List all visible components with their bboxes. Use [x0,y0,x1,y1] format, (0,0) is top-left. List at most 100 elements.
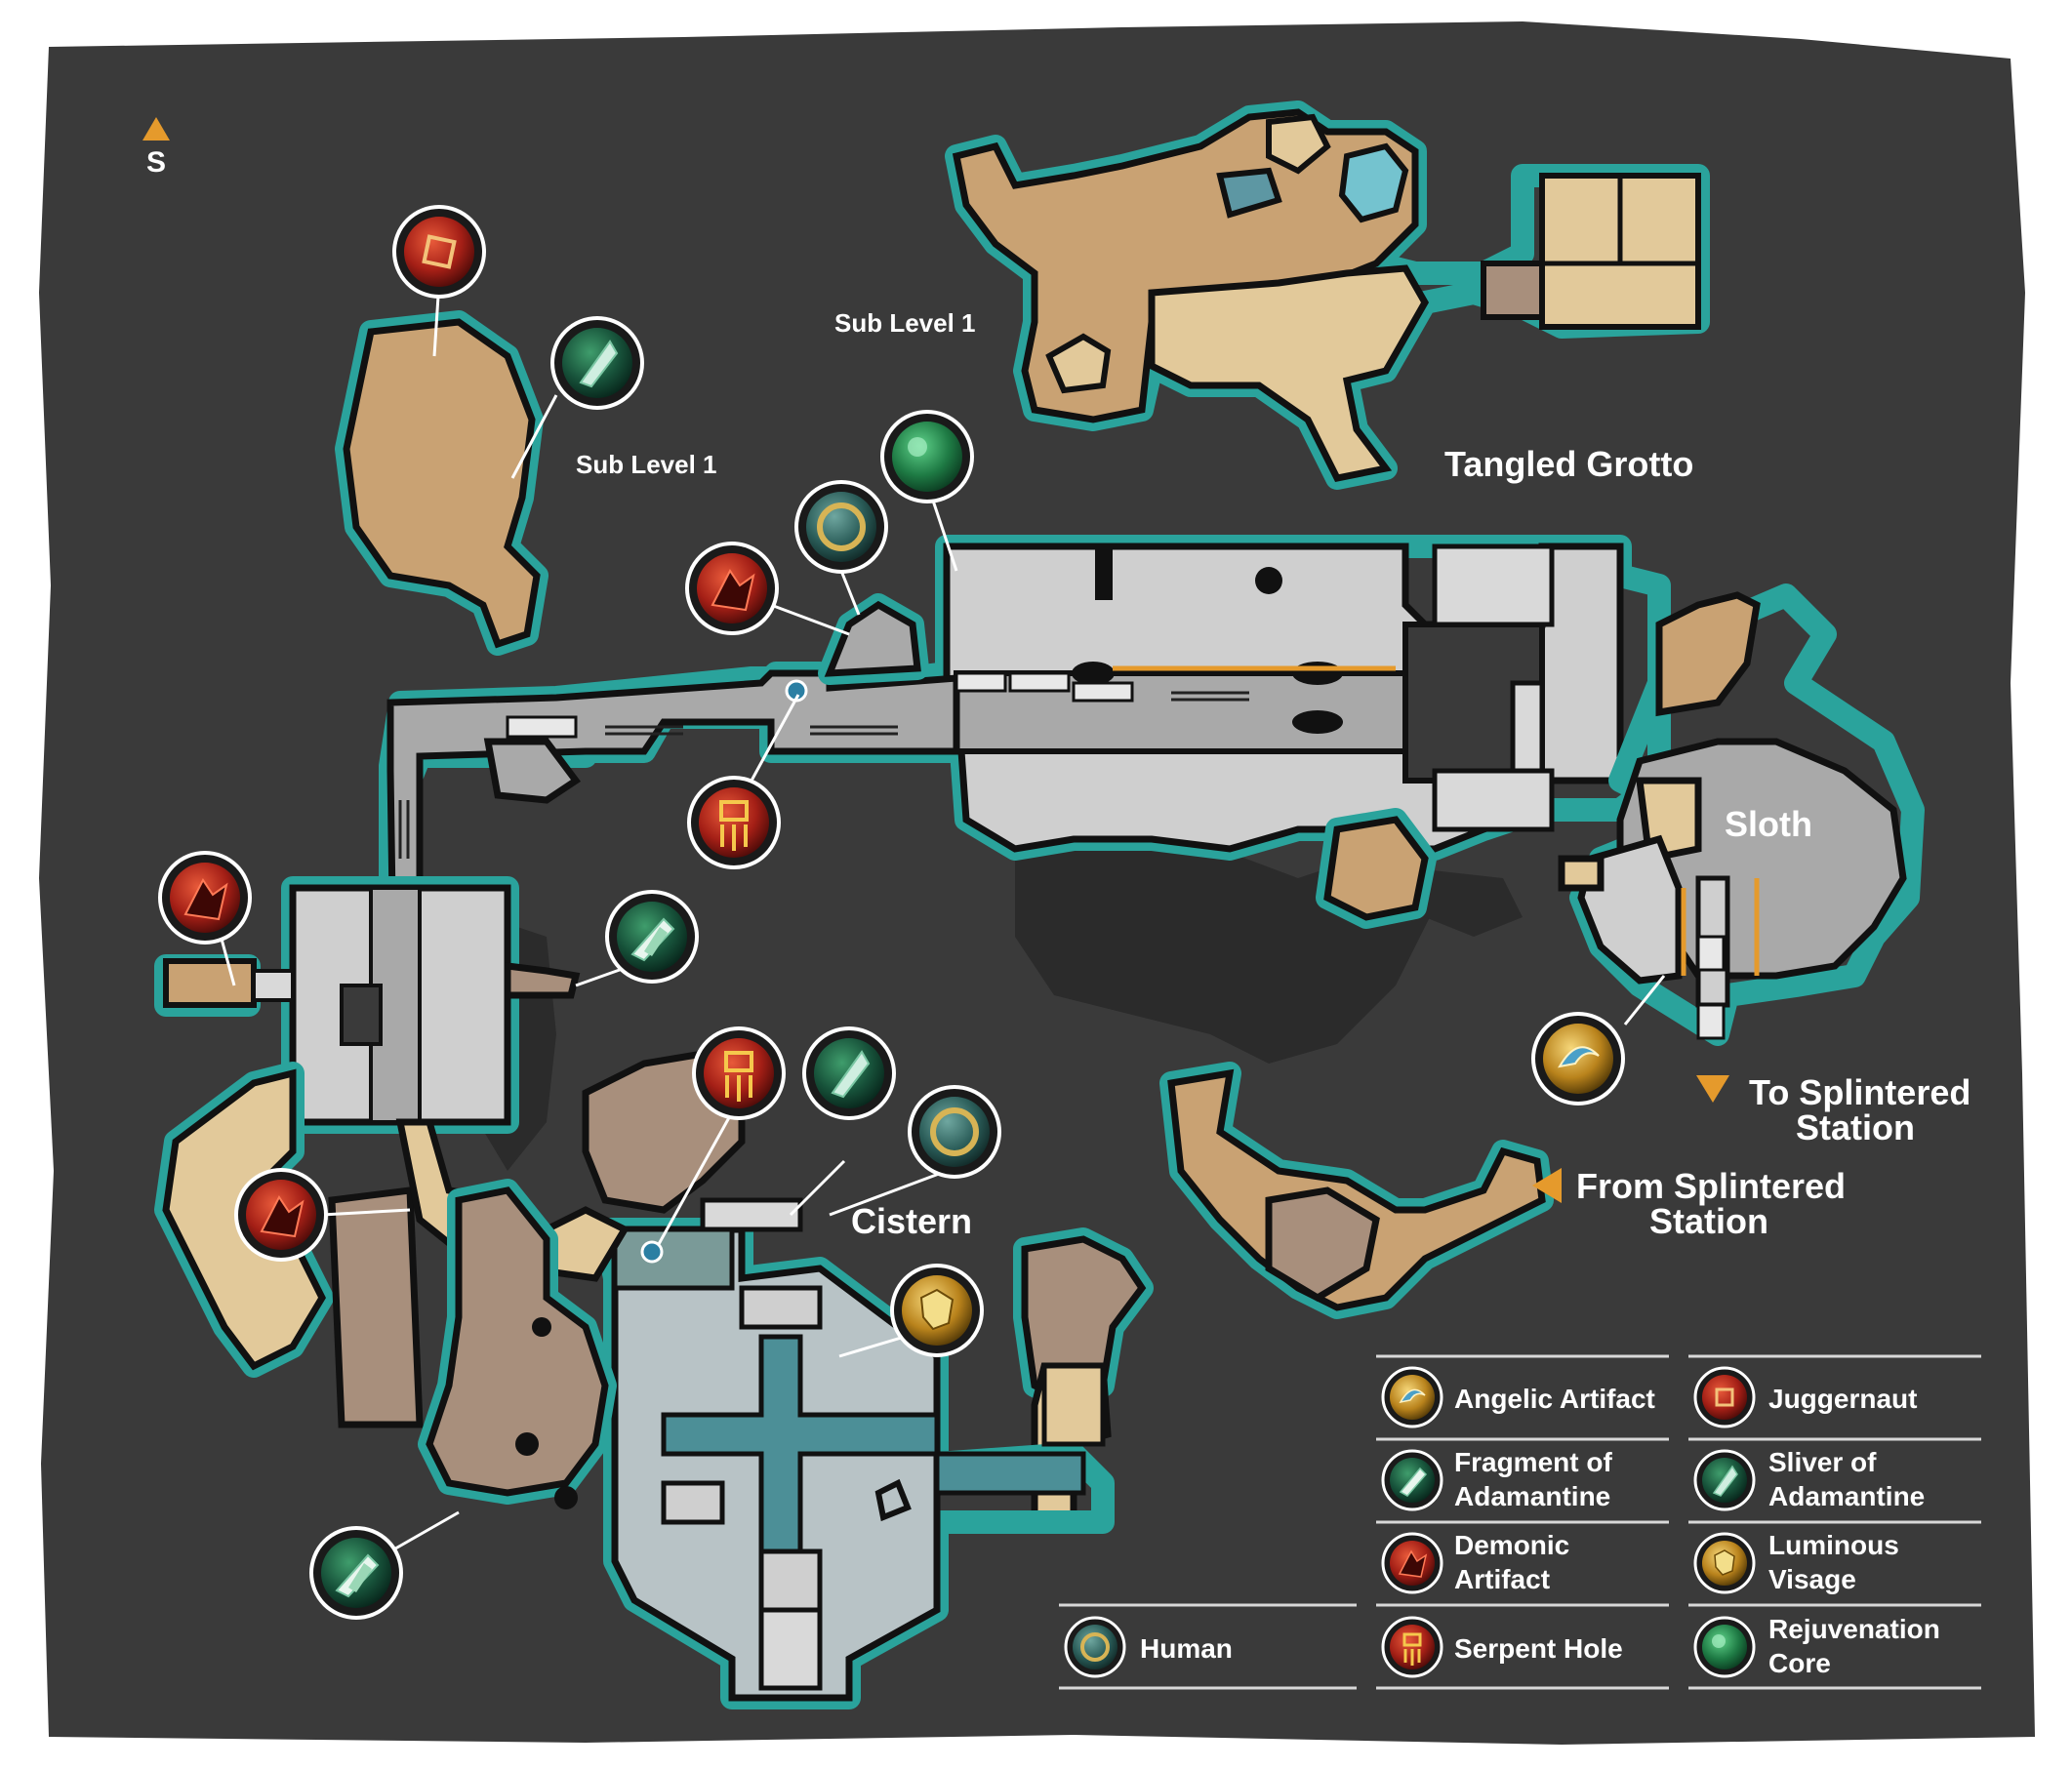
demonic-artifact-icon[interactable] [158,851,252,945]
entrance-arrow-icon [1532,1168,1562,1203]
legend-label: Sliver of [1768,1447,1877,1477]
legend-label: Adamantine [1454,1481,1610,1511]
area-label-sloth: Sloth [1725,804,1812,844]
fragment-of-adamantine-icon [1381,1449,1443,1511]
serpent-hole-icon[interactable] [687,776,781,869]
rejuvenation-core-icon [1693,1616,1756,1678]
human-icon[interactable] [794,480,888,574]
grotto-water [1338,142,1409,223]
legend-label: Angelic Artifact [1454,1384,1655,1414]
demonic-artifact-icon[interactable] [234,1168,328,1262]
fragment-of-adamantine-icon[interactable] [309,1526,403,1620]
grotto-small-room [1266,113,1331,175]
cistern-crack [874,1478,912,1522]
area-label-cistern: Cistern [851,1201,972,1241]
exit-label-line2: Station [1796,1107,1915,1147]
sliver-of-adamantine-icon[interactable] [550,316,644,410]
legend-label: Serpent Hole [1454,1633,1623,1664]
train-car [1696,935,1726,972]
waypoint-marker [640,1240,664,1264]
pillar [1072,662,1115,685]
legend-label: Adamantine [1768,1481,1925,1511]
legend-label: Visage [1768,1564,1856,1594]
legend-item-rejuvenation-core: Rejuvenation Core [1693,1614,1940,1678]
juggernaut-icon[interactable] [392,205,486,299]
train-car [1696,1003,1726,1040]
area-label-sub-level-1: Sub Level 1 [576,450,717,479]
stairs [700,1197,803,1232]
compass-letter: S [146,146,166,179]
stairs [1432,543,1555,627]
grotto-water-2 [1216,167,1282,219]
cistern-lower-gate [758,1548,823,1613]
legend-item-fragment-of-adamantine: Fragment of Adamantine [1381,1447,1612,1511]
legend-item-serpent-hole: Serpent Hole [1381,1616,1623,1678]
boulder [532,1317,551,1337]
station-nook [1323,816,1429,921]
entrance-label-line2: Station [1649,1201,1768,1241]
legend-item-sliver-of-adamantine: Sliver of Adamantine [1693,1447,1925,1511]
exit-arrow-icon [1696,1075,1729,1103]
sliver-of-adamantine-icon [1693,1449,1756,1511]
east-cave-chamber [1265,1186,1380,1303]
legend-item-juggernaut: Juggernaut [1693,1366,1917,1428]
fragment-of-adamantine-icon[interactable] [605,890,699,984]
sliver-of-adamantine-icon[interactable] [802,1026,896,1120]
legend-item-demonic-artifact: Demonic Artifact [1381,1530,1569,1594]
entrance-label-line1: From Splintered [1576,1166,1846,1206]
legend: Angelic Artifact Juggernaut Fragment of … [1059,1354,1981,1690]
stairs [1432,768,1555,832]
luminous-visage-icon [1693,1532,1756,1594]
cistern-gate [739,1285,823,1330]
legend-label: Human [1140,1633,1233,1664]
cave-shadow [1415,868,1523,937]
compass-arrow-icon [142,117,170,141]
legend-label: Fragment of [1454,1447,1612,1477]
legend-label: Demonic [1454,1530,1569,1560]
stairs [758,1607,823,1691]
luminous-visage-icon[interactable] [890,1264,984,1357]
legend-label: Luminous [1768,1530,1899,1560]
sloth-upper-passage [1655,591,1761,717]
human-icon[interactable] [908,1085,1001,1179]
human-icon [1064,1616,1126,1678]
serpent-hole-icon [1381,1616,1443,1678]
legend-label: Core [1768,1648,1831,1678]
legend-label: Juggernaut [1768,1384,1917,1414]
marker-leaders [218,280,1666,1553]
demonic-artifact-icon [1381,1532,1443,1594]
east-nook [504,962,581,999]
pillar [1095,546,1113,600]
sub-level-room [343,318,541,649]
cistern-east-room [1041,1363,1106,1447]
train-car [506,715,578,739]
legend-label: Artifact [1454,1564,1550,1594]
west-side-room [163,958,257,1008]
train-car [1072,681,1134,703]
boulder [515,1432,539,1456]
serpent-hole-icon[interactable] [692,1026,786,1120]
demonic-artifact-icon[interactable] [685,542,779,635]
angelic-artifact-icon[interactable] [1531,1012,1625,1106]
grotto-passage [1148,264,1430,482]
legend-item-luminous-visage: Luminous Visage [1693,1530,1899,1594]
cistern-antechamber [612,1226,735,1291]
cistern-inner-walls [661,1480,725,1525]
exit-label-line1: To Splintered [1749,1072,1970,1112]
area-label-sub-level-1: Sub Level 1 [834,308,976,338]
rejuvenation-core-icon[interactable] [880,410,974,503]
cistern-water-east [934,1451,1086,1496]
train-car [955,671,1007,693]
grotto-pool-rim [1045,333,1112,394]
legend-label: Rejuvenation [1768,1614,1940,1644]
area-label-tangled-grotto: Tangled Grotto [1444,444,1693,484]
train-car [1008,671,1071,693]
grotto-chamber-walls [1542,176,1698,266]
west-pit [340,984,383,1046]
legend-item-angelic-artifact: Angelic Artifact [1381,1366,1655,1428]
pillar [1292,710,1343,734]
stairs [252,969,295,1002]
sloth-lower-room [1577,834,1683,985]
